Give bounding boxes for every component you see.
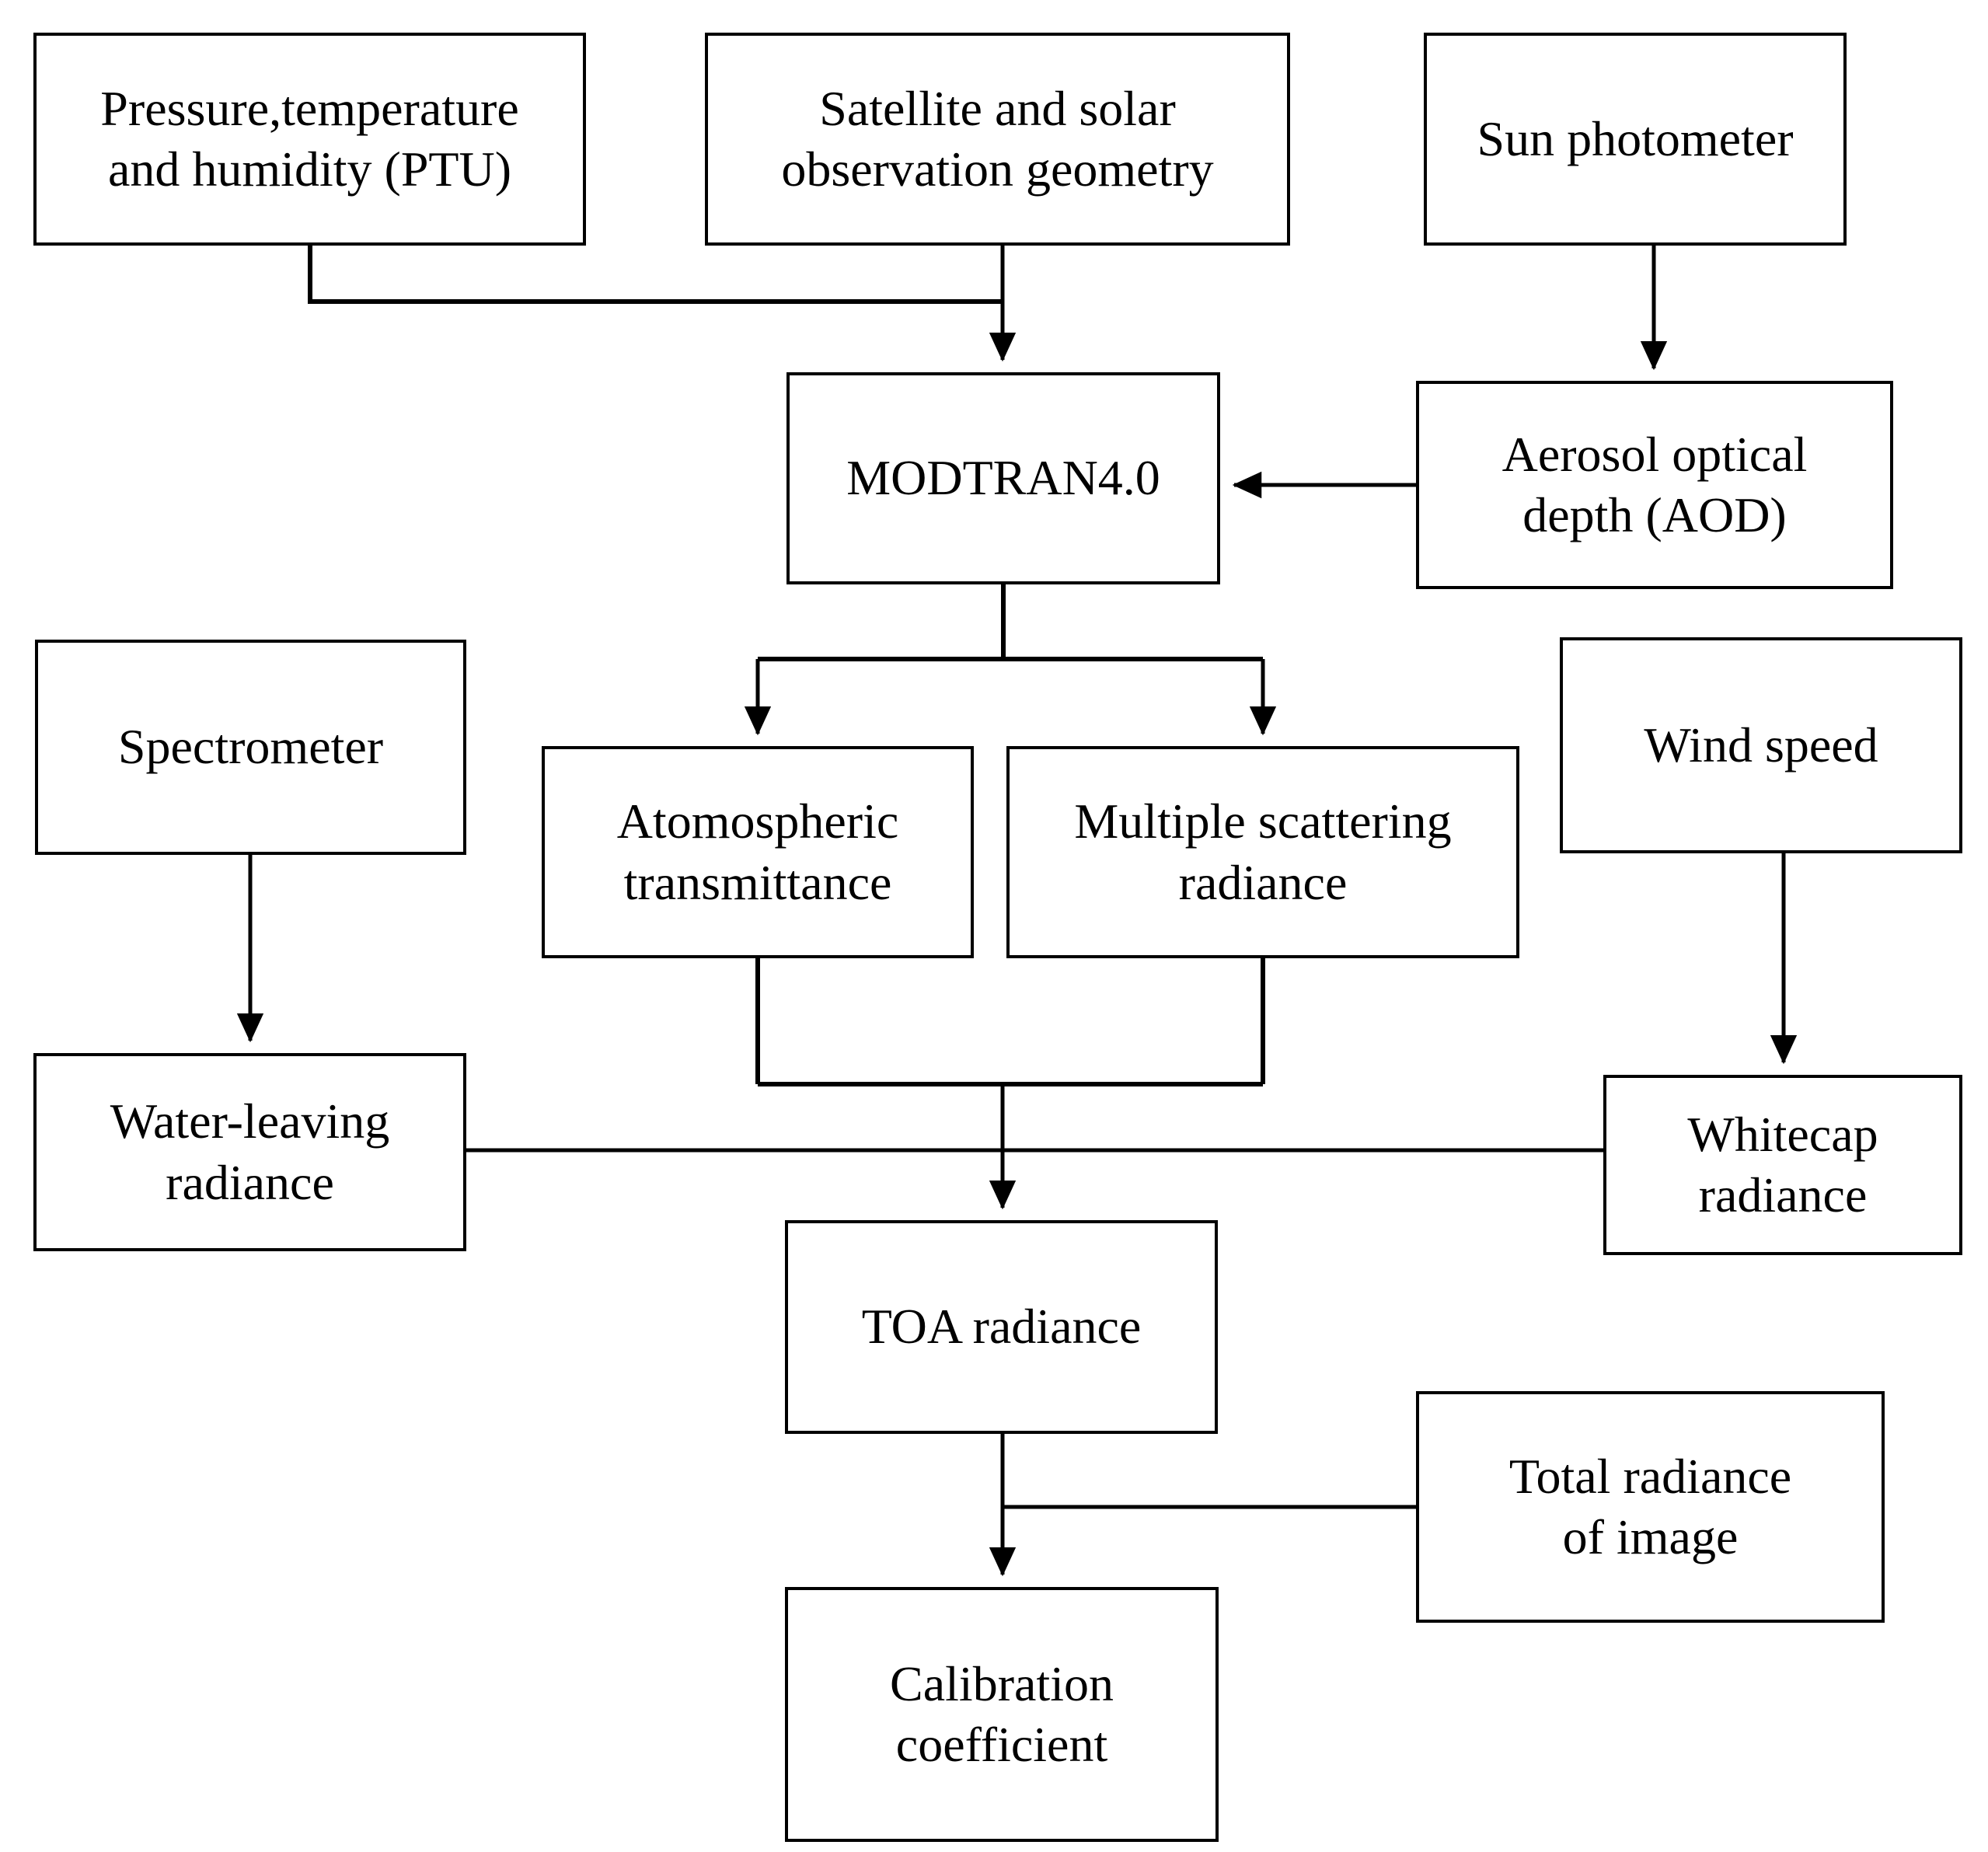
node-label: Pressure,temperature and humidity (PTU) (100, 80, 519, 197)
node-label: Multiple scattering radiance (1074, 793, 1452, 910)
node-label: Satellite and solar observation geometry (781, 80, 1214, 197)
node-label: Spectrometer (117, 719, 384, 775)
node-satellite-solar-geometry[interactable]: Satellite and solar observation geometry (705, 33, 1290, 246)
node-spectrometer[interactable]: Spectrometer (35, 640, 466, 855)
node-label: Whitecap radiance (1687, 1106, 1878, 1222)
node-calibration-coefficient[interactable]: Calibration coefficient (785, 1587, 1219, 1842)
node-sun-photometer[interactable]: Sun photometer (1424, 33, 1847, 246)
node-water-leaving-radiance[interactable]: Water-leaving radiance (33, 1053, 466, 1251)
node-label: TOA radiance (861, 1299, 1142, 1355)
node-label: Wind speed (1644, 717, 1878, 773)
node-pressure-temperature-humidity[interactable]: Pressure,temperature and humidity (PTU) (33, 33, 586, 246)
node-multiple-scattering-radiance[interactable]: Multiple scattering radiance (1006, 746, 1519, 958)
node-whitecap-radiance[interactable]: Whitecap radiance (1603, 1075, 1962, 1255)
node-label: Water-leaving radiance (110, 1093, 390, 1210)
edge-ptu-to-modtran (308, 246, 1003, 304)
node-aerosol-optical-depth[interactable]: Aerosol optical depth (AOD) (1416, 381, 1893, 589)
node-label: Total radiance of image (1508, 1448, 1792, 1564)
node-label: MODTRAN4.0 (846, 450, 1160, 506)
node-atmospheric-transmittance[interactable]: Atomospheric transmittance (542, 746, 974, 958)
node-modtran[interactable]: MODTRAN4.0 (786, 372, 1220, 584)
node-toa-radiance[interactable]: TOA radiance (785, 1220, 1218, 1434)
edge-modtran-split (744, 584, 1277, 736)
node-label: Calibration coefficient (890, 1655, 1114, 1772)
node-label: Aerosol optical depth (AOD) (1501, 426, 1808, 542)
node-label: Atomospheric transmittance (616, 793, 899, 910)
node-label: Sun photometer (1477, 110, 1794, 166)
edge-merge-to-toa (755, 958, 1265, 1210)
node-total-radiance-of-image[interactable]: Total radiance of image (1416, 1391, 1885, 1623)
node-wind-speed[interactable]: Wind speed (1560, 637, 1962, 853)
